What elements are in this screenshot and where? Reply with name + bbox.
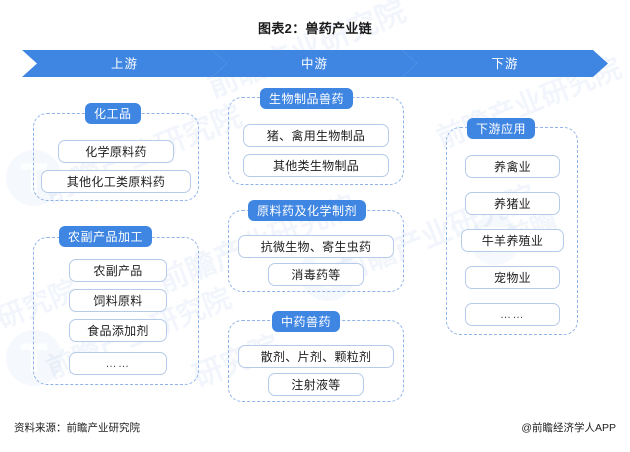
stage-downstream[interactable]: 下游 (402, 50, 608, 77)
stage-downstream-label: 下游 (491, 57, 519, 71)
group-chip-api-chemical-preparations[interactable]: 原料药及化学制剂 (248, 200, 367, 221)
stage-upstream[interactable]: 上游 (22, 50, 227, 77)
stage-midstream[interactable]: 中游 (212, 50, 417, 77)
group-chip-chemical-products[interactable]: 化工品 (85, 103, 141, 124)
list-item[interactable]: 抗微生物、寄生虫药 (238, 235, 394, 258)
stage-band: 上游 中游 下游 (22, 50, 608, 77)
page-title: 图表2：兽药产业链 (258, 21, 372, 36)
list-item[interactable]: 宠物业 (465, 266, 560, 289)
credit-note: @前瞻经济学人APP (521, 422, 616, 434)
source-note: 资料来源：前瞻产业研究院 (14, 422, 140, 434)
list-item[interactable]: 农副产品 (69, 259, 167, 282)
list-item[interactable]: 消毒药等 (268, 263, 364, 286)
list-item[interactable]: 化学原料药 (58, 140, 174, 163)
group-chip-agri-processing[interactable]: 农副产品加工 (59, 226, 153, 247)
list-item[interactable]: 养猪业 (465, 192, 560, 215)
list-item[interactable]: 养禽业 (465, 155, 560, 178)
group-chip-downstream-applications[interactable]: 下游应用 (467, 118, 536, 139)
group-chip-biological-products[interactable]: 生物制品兽药 (260, 88, 354, 109)
group-chip-tcm-veterinary[interactable]: 中药兽药 (272, 311, 341, 332)
list-item[interactable]: 其他化工类原料药 (41, 170, 191, 193)
list-item[interactable]: 散剂、片剂、颗粒剂 (238, 345, 394, 368)
list-item[interactable]: 牛羊养殖业 (461, 229, 564, 252)
list-item[interactable]: 饲料原料 (69, 289, 167, 312)
list-item[interactable]: 猪、禽用生物制品 (243, 124, 389, 147)
stage-upstream-label: 上游 (110, 57, 138, 71)
list-item[interactable]: …… (69, 352, 167, 375)
list-item[interactable]: 注射液等 (268, 373, 364, 396)
stage-midstream-label: 中游 (300, 57, 328, 71)
list-item[interactable]: …… (465, 303, 560, 326)
list-item[interactable]: 其他类生物制品 (243, 154, 389, 177)
list-item[interactable]: 食品添加剂 (69, 319, 167, 342)
